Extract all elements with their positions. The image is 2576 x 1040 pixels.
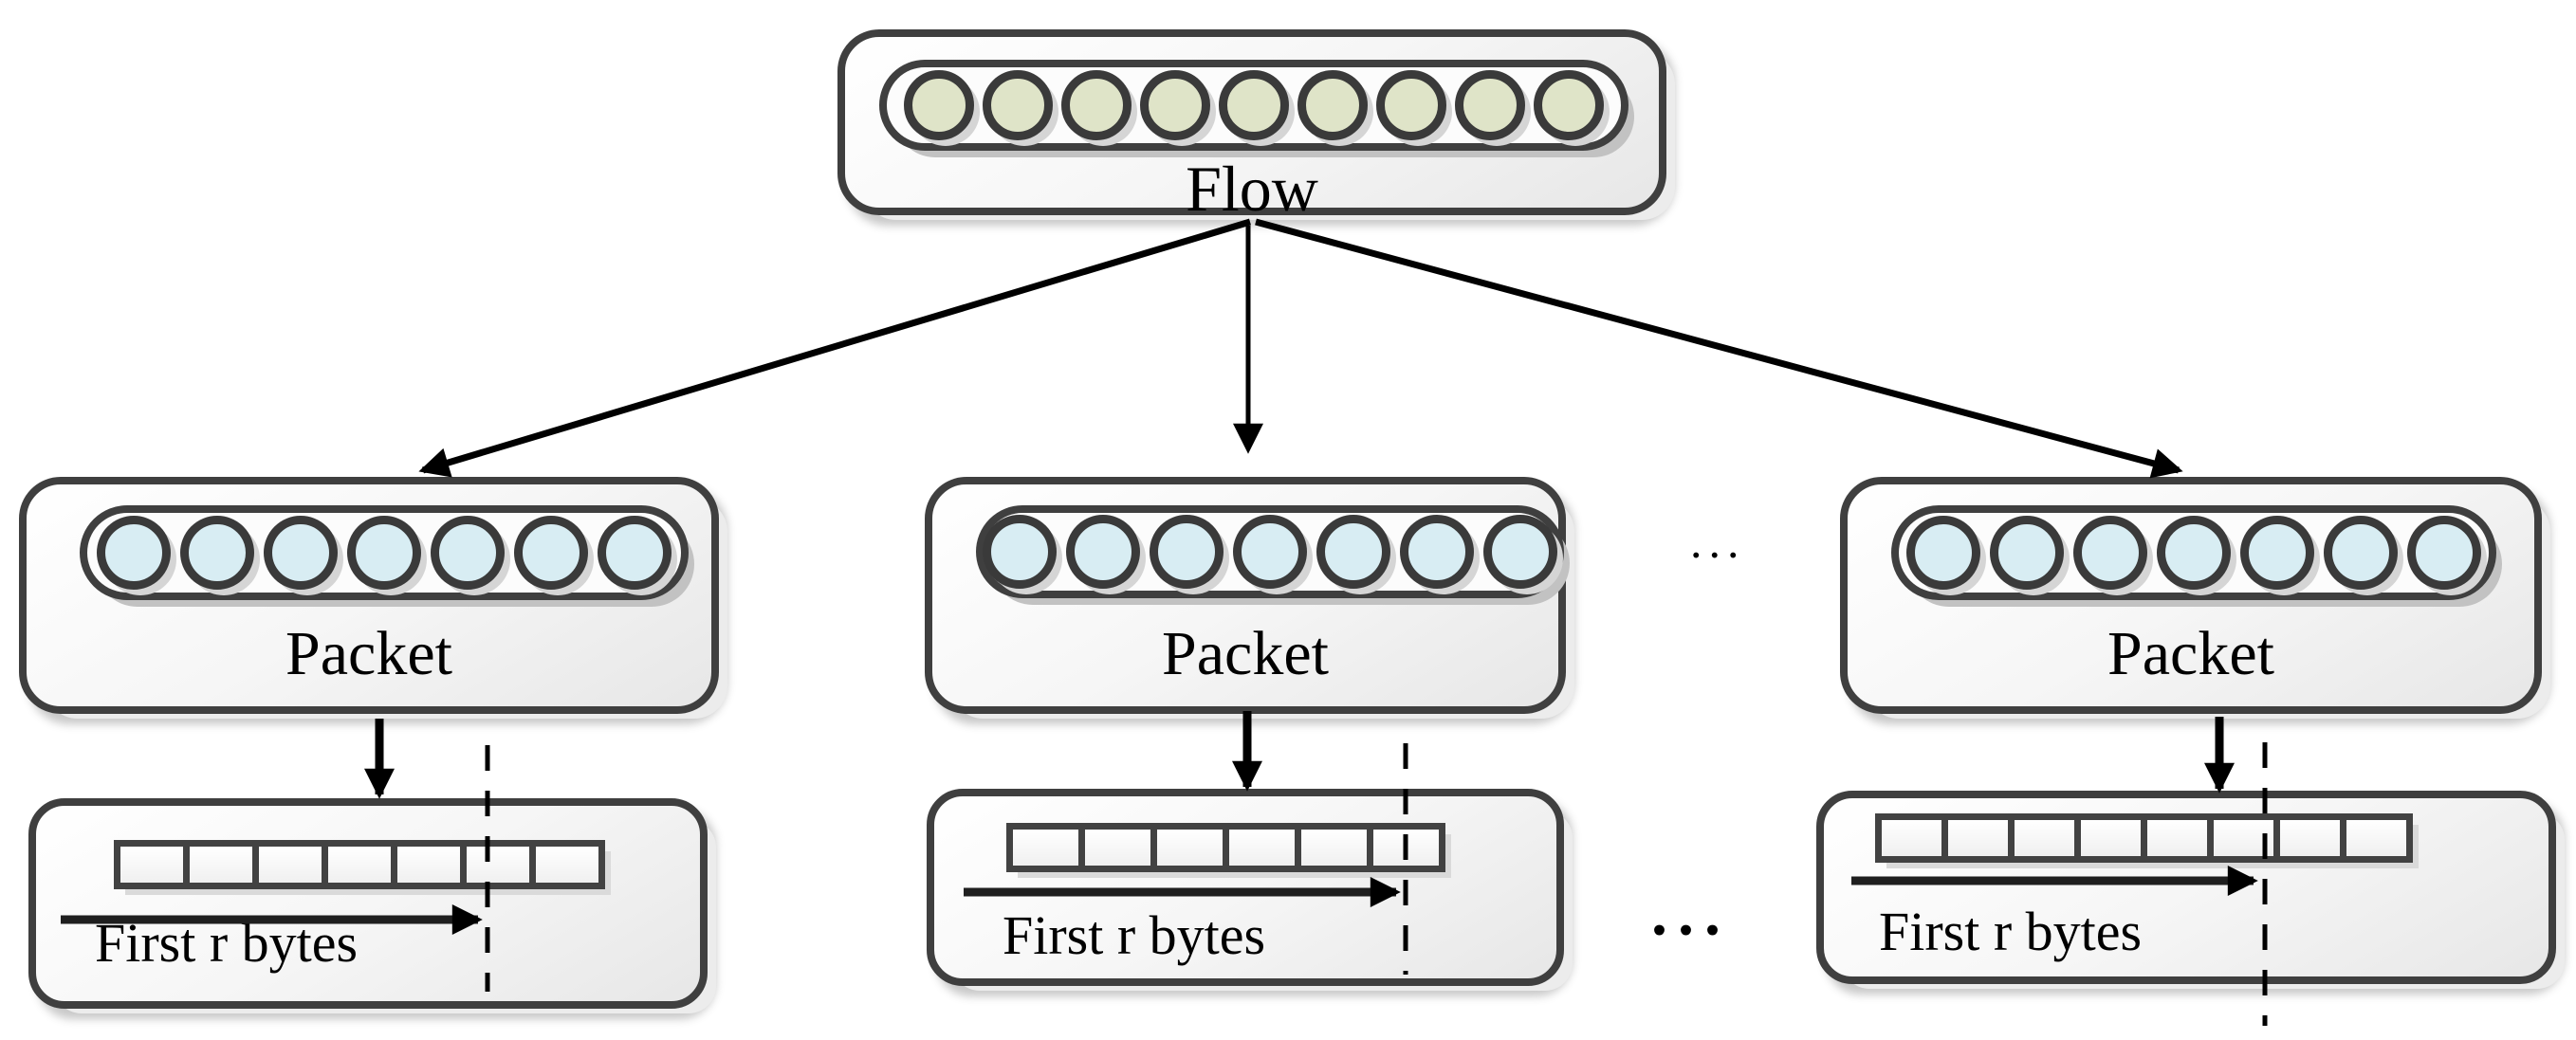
byte-cell (1223, 823, 1301, 872)
byte-cell (2207, 813, 2280, 863)
packet-byte-dot (1233, 515, 1307, 589)
packet-dot-strip (80, 505, 689, 600)
flow-to-right-packet-arrow (1255, 218, 2183, 479)
byte-strip-node-right: First r bytes (1816, 791, 2556, 984)
packet-byte-dot (1316, 515, 1390, 589)
flow-label: Flow (1186, 153, 1318, 225)
flow-byte-dot (1376, 70, 1446, 140)
first-r-bytes-label: First r bytes (1003, 904, 1266, 966)
packet-byte-dot (180, 516, 254, 590)
flow-byte-dot (983, 70, 1053, 140)
flow-to-left-packet-arrow (418, 218, 1252, 478)
byte-cell (2008, 813, 2081, 863)
packet-byte-dot (264, 516, 338, 590)
byte-strip-node-middle: First r bytes (927, 789, 1564, 986)
byte-strip-node-left: First r bytes (28, 798, 708, 1009)
first-r-bytes-label: First r bytes (1879, 901, 2143, 962)
byte-cell (322, 840, 397, 889)
packet-label: Packet (285, 619, 452, 688)
packet-byte-dot (1483, 515, 1557, 589)
byte-cell (1006, 823, 1085, 872)
packet-byte-dot (431, 516, 505, 590)
packet-label: Packet (1162, 619, 1329, 688)
byte-cell-row (1006, 823, 1445, 872)
flow-byte-dot (1534, 70, 1604, 140)
first-r-bytes-label: First r bytes (95, 912, 359, 974)
byte-cell (2141, 813, 2214, 863)
packet-byte-dot (2157, 516, 2231, 590)
packet-node-right: Packet (1840, 477, 2542, 714)
byte-cell-row (114, 840, 605, 889)
packet-node-left: Packet (19, 477, 719, 714)
byte-cell (460, 840, 536, 889)
packet-byte-dot (1906, 516, 1980, 590)
packet-byte-dot (347, 516, 421, 590)
packet-byte-dot (2240, 516, 2314, 590)
flow-dot-strip (879, 60, 1628, 151)
packet-byte-dot (2407, 516, 2481, 590)
packet-dot-strip (976, 505, 1564, 598)
packet-byte-dot (2324, 516, 2398, 590)
packets-ellipsis: ... (1690, 515, 1746, 568)
byte-cell (1367, 823, 1445, 872)
packet-byte-dot (1400, 515, 1474, 589)
packet-byte-dot (1990, 516, 2064, 590)
byte-cell (2340, 813, 2413, 863)
byte-cell (1941, 813, 2015, 863)
byte-strips-ellipsis: ... (1648, 856, 1728, 953)
packet-node-middle: Packet (925, 477, 1566, 714)
byte-cell (1150, 823, 1229, 872)
packet-label: Packet (2107, 619, 2274, 688)
packet-byte-dot (97, 516, 171, 590)
byte-cell (252, 840, 328, 889)
byte-cell (391, 840, 467, 889)
flow-byte-dot (1061, 70, 1132, 140)
flow-byte-dot (1297, 70, 1368, 140)
packet-dot-strip (1891, 505, 2496, 600)
flow-byte-dot (1455, 70, 1525, 140)
packet-byte-dot (514, 516, 588, 590)
byte-cell (114, 840, 190, 889)
byte-cell (183, 840, 259, 889)
flow-byte-dot (904, 70, 974, 140)
byte-cell (529, 840, 605, 889)
byte-cell (1295, 823, 1373, 872)
byte-cell (2273, 813, 2346, 863)
flow-node: Flow (837, 29, 1666, 221)
byte-cell (1078, 823, 1157, 872)
byte-cell-row (1875, 813, 2413, 863)
flow-byte-dot (1219, 70, 1289, 140)
packet-byte-dot (2073, 516, 2147, 590)
packet-byte-dot (983, 515, 1057, 589)
packet-byte-dot (598, 516, 672, 590)
byte-cell (2074, 813, 2147, 863)
packet-byte-dot (1066, 515, 1140, 589)
byte-cell (1875, 813, 1948, 863)
flow-byte-dot (1140, 70, 1210, 140)
packet-byte-dot (1150, 515, 1224, 589)
